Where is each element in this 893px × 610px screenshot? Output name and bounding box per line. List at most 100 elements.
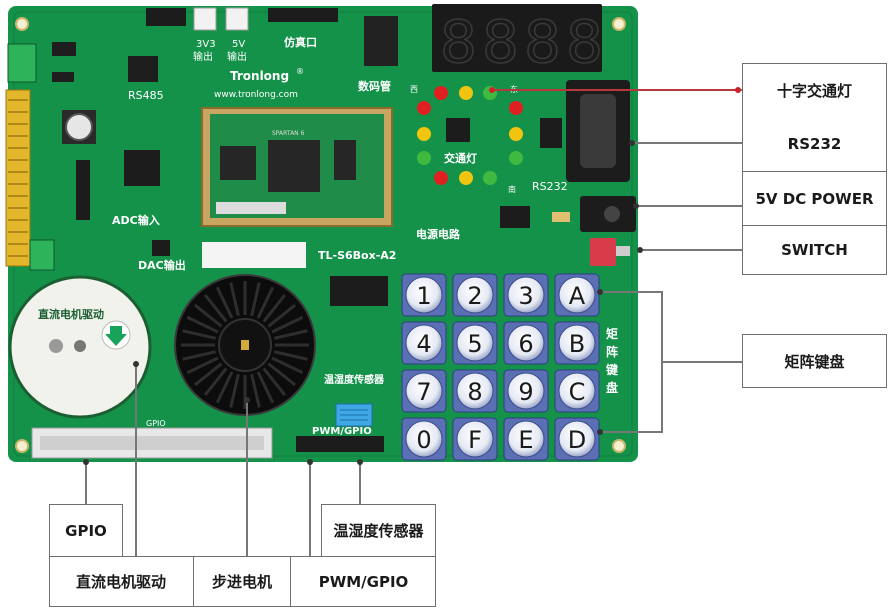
keypad-key-cap [456, 420, 494, 458]
keypad-key: F [452, 417, 498, 461]
down-arrow-icon [105, 326, 127, 346]
keypad-key-label: 2 [467, 282, 482, 310]
pointer-dot [489, 87, 495, 93]
keypad-key: 8 [452, 369, 498, 413]
green-terminal-block [29, 239, 55, 271]
keypad-key-label: 9 [518, 378, 533, 406]
ic-chip [52, 72, 74, 82]
ic-chip [152, 240, 170, 256]
stepper-fin [194, 362, 223, 387]
temp-humid-chip [330, 276, 388, 306]
silk-west: 西 [410, 85, 418, 94]
keypad-key-cap [558, 372, 596, 410]
stepper-motor-fins [181, 281, 309, 409]
keypad-key: 0 [401, 417, 447, 461]
keypad-key: 5 [452, 321, 498, 365]
silk-spartan: SPARTAN 6 [272, 130, 305, 137]
silk-pwm-gpio: PWM/GPIO [312, 426, 372, 437]
rs485-chip [128, 56, 158, 82]
stepper-fin [256, 286, 275, 319]
seven-segment-digits: 8 8 8 8 [439, 7, 603, 77]
keypad-key-label: 7 [416, 378, 431, 406]
stepper-fin [250, 373, 261, 408]
emulator-port-header [268, 8, 338, 22]
silk-gpio: GPIO [146, 419, 166, 428]
yellow-pin-header [5, 89, 31, 267]
ic-chip [52, 42, 76, 56]
silk-3v3-out: 输出 [193, 50, 213, 63]
potentiometer-knob [65, 113, 93, 141]
top-connector [146, 8, 186, 26]
svg-text:矩: 矩 [605, 326, 618, 341]
memory-chip [334, 140, 356, 180]
fpga-chip [268, 140, 320, 192]
mount-hole [612, 439, 626, 453]
keypad-key-label: 3 [518, 282, 533, 310]
pwm-gpio-header [296, 436, 384, 452]
pointer-dot [735, 87, 741, 93]
keypad-key-cap [507, 276, 545, 314]
svg-text:8: 8 [524, 8, 561, 76]
silk-brand-mark: ® [296, 67, 304, 76]
keypad-key-label: 5 [467, 330, 482, 358]
callout-power: 5V DC POWER [742, 172, 887, 226]
callout-rs232: RS232 [742, 117, 887, 172]
callout-stepper-motor: 步进电机 [194, 556, 291, 607]
memory-chip [220, 146, 256, 180]
keypad-key-cap [456, 276, 494, 314]
callout-dots [83, 140, 643, 465]
keypad-key-cap [507, 324, 545, 362]
keypad-key-label: A [569, 282, 586, 310]
silk-rs232: RS232 [532, 180, 568, 193]
silk-power-circuit: 电源电路 [416, 227, 461, 241]
dc-motor-shaft [74, 340, 86, 352]
keypad-key-cap [456, 324, 494, 362]
stepper-fin [250, 282, 261, 317]
silk-south: 南 [508, 184, 516, 194]
silk-model: TL-S6Box-A2 [318, 249, 396, 262]
silk-dc-motor: 直流电机驱动 [38, 307, 104, 321]
keypad-key-cap [507, 420, 545, 458]
silk-emulator: 仿真口 [284, 35, 317, 49]
keypad-key-cap [558, 420, 596, 458]
keypad-key: A [554, 273, 600, 317]
callout-bottom-row [49, 556, 436, 607]
dc-motor-screw [49, 339, 63, 353]
stepper-fin [267, 362, 296, 387]
keypad-key: 4 [401, 321, 447, 365]
callout-gpio: GPIO [49, 504, 123, 557]
temp-humid-sensor-grid [340, 409, 368, 421]
traffic-light-leds [417, 86, 523, 185]
stepper-fin [273, 350, 308, 361]
stepper-fin [194, 303, 223, 328]
adc-header [76, 160, 90, 220]
silk-url: www.tronlong.com [214, 90, 298, 100]
silk-3v3: 3V3 [196, 39, 216, 50]
silk-brand: Tronlong [230, 69, 289, 83]
keypad-key-cap [405, 276, 443, 314]
stepper-fin [256, 371, 275, 404]
keypad-key: 1 [401, 273, 447, 317]
core-connector [216, 202, 286, 214]
stepper-fin [182, 350, 217, 361]
seven-segment-display [432, 4, 602, 72]
svg-text:8: 8 [566, 8, 603, 76]
keypad-key: 9 [503, 369, 549, 413]
keypad-key-label: 6 [518, 330, 533, 358]
keypad-key: C [554, 369, 600, 413]
keypad-key-cap [405, 372, 443, 410]
stepper-fin [271, 356, 304, 375]
svg-text:8: 8 [440, 8, 477, 76]
mount-hole [612, 17, 626, 31]
keypad-key-cap [405, 420, 443, 458]
capacitor [552, 212, 570, 222]
silk-5v: 5V [232, 39, 245, 50]
stepper-fin [203, 294, 228, 323]
keypad-key-cap [558, 324, 596, 362]
stepper-fin [229, 373, 240, 408]
stepper-fin [229, 282, 240, 317]
stepper-fin [271, 315, 304, 334]
keypad-key-label: 4 [416, 330, 431, 358]
keypad-key: D [554, 417, 600, 461]
